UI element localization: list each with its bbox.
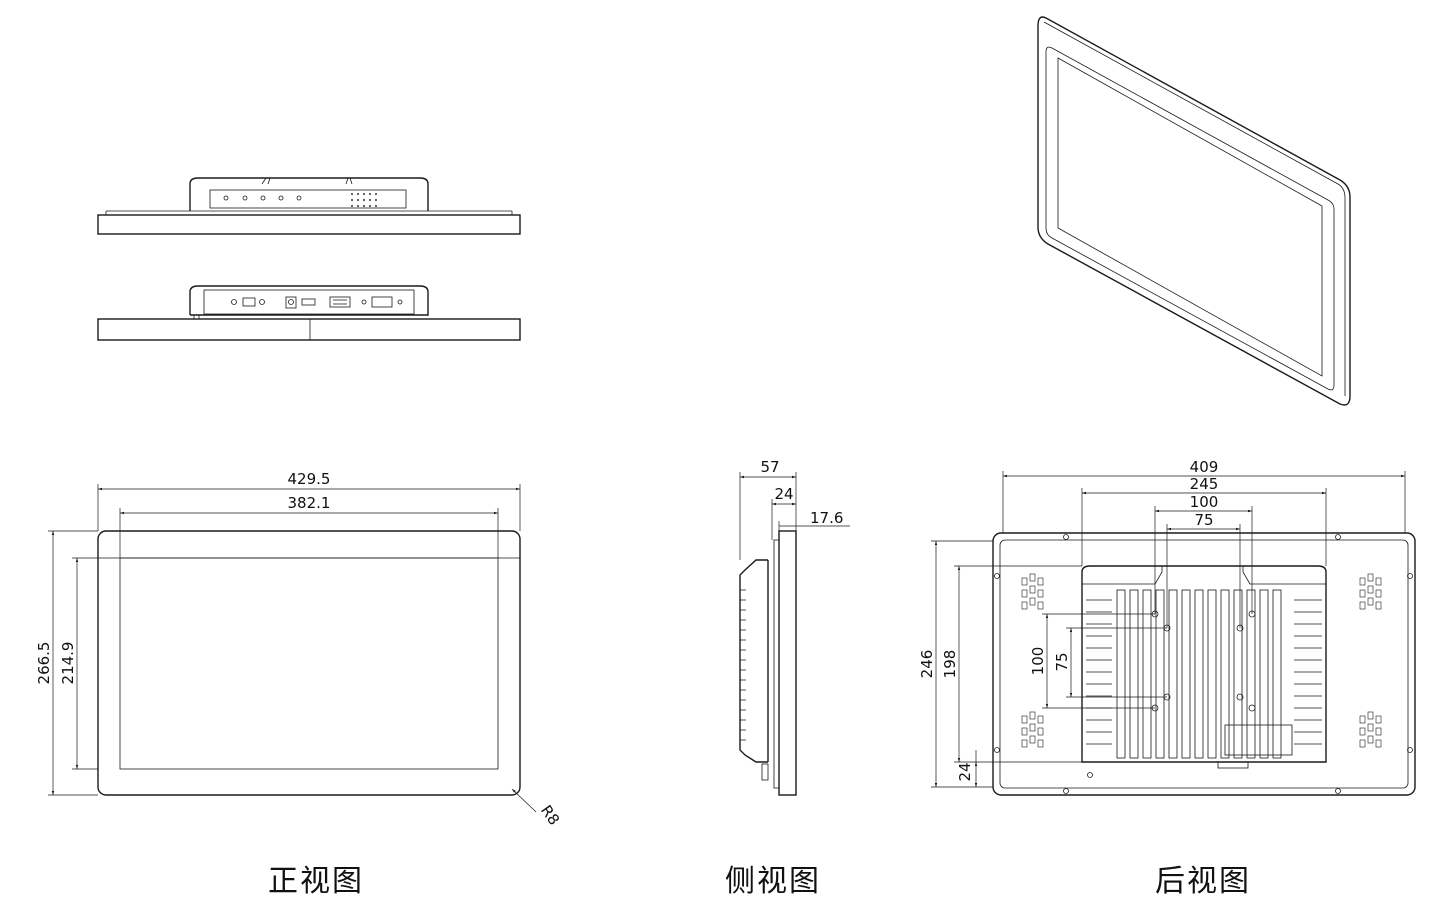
dim-rear-bracket-height: 198 (941, 650, 959, 679)
dim-side-total-depth: 57 (760, 458, 779, 476)
side-fins (740, 589, 746, 741)
button-holes (223, 195, 302, 201)
dim-front-inner-height: 214.9 (59, 642, 77, 685)
top-view-upper (97, 177, 521, 235)
frame-screws (994, 534, 1413, 794)
dim-side-bezel-depth: 24 (774, 485, 793, 503)
dim-front-inner-width: 382.1 (288, 494, 331, 512)
dim-front-outer-width: 429.5 (288, 470, 331, 488)
front-view-title: 正视图 (268, 864, 364, 899)
vent-grid-top (351, 193, 377, 207)
bottom-view-lower (97, 285, 521, 341)
dim-rear-vesa-100-h: 100 (1190, 493, 1219, 511)
rear-fins (1086, 589, 1322, 759)
dim-front-outer-height: 266.5 (35, 642, 53, 685)
dim-rear-vesa-75-h: 75 (1194, 511, 1213, 529)
rear-view-title: 后视图 (1155, 864, 1251, 899)
front-view (48, 484, 537, 813)
io-ports (231, 296, 403, 309)
dim-rear-height: 246 (918, 650, 936, 679)
speaker-grills (1021, 573, 1382, 748)
side-view (739, 472, 850, 796)
rear-view (931, 471, 1416, 796)
dim-side-panel-depth: 17.6 (810, 509, 843, 527)
side-view-title: 侧视图 (725, 864, 821, 899)
isometric-view (1037, 16, 1351, 406)
dim-rear-bottom-offset: 24 (956, 762, 974, 781)
dim-rear-width: 409 (1190, 458, 1219, 476)
dim-rear-vesa-75-v: 75 (1053, 652, 1071, 671)
dim-corner-radius: R8 (537, 802, 563, 829)
dim-rear-vesa-100-v: 100 (1029, 647, 1047, 676)
dim-rear-bracket-width: 245 (1190, 475, 1219, 493)
vesa-holes (1151, 610, 1256, 712)
